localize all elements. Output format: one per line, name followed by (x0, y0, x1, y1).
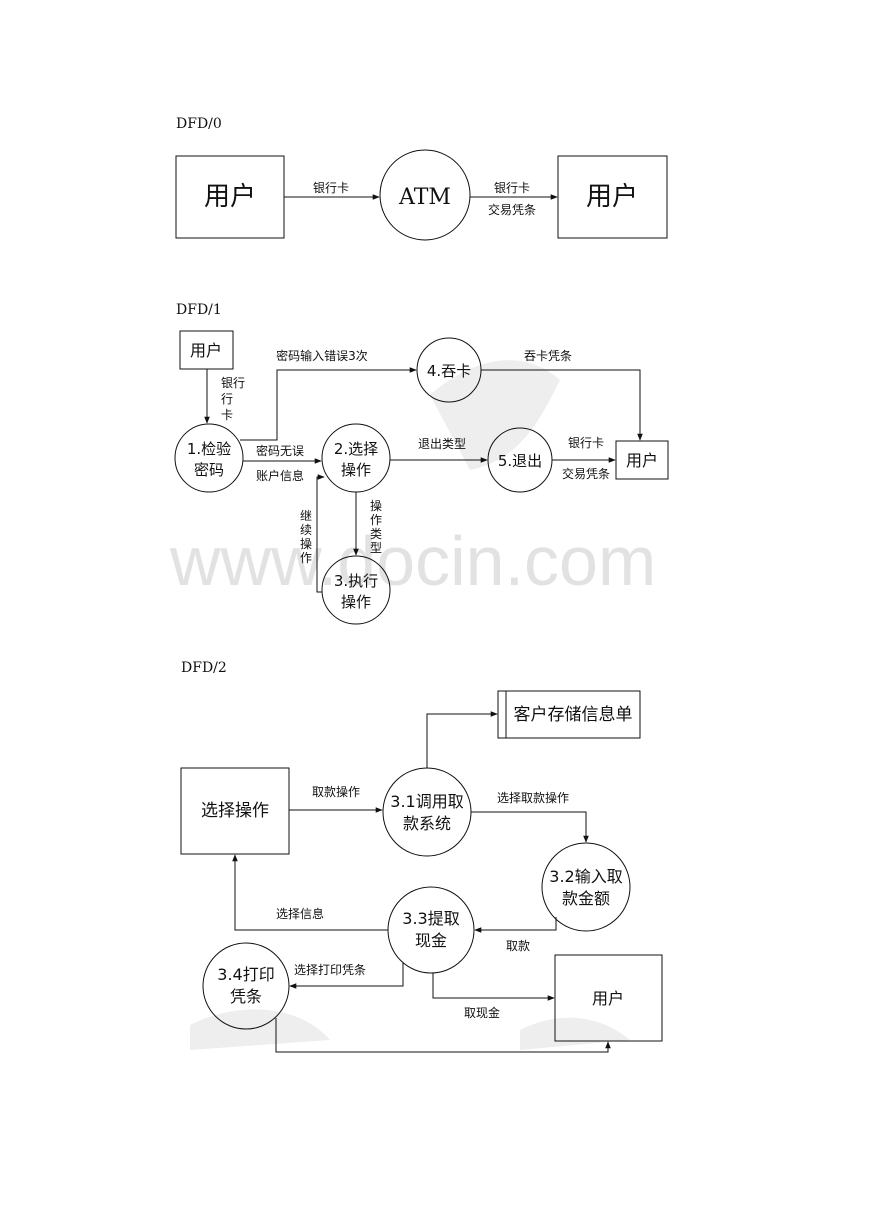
dfd2-flow-cash-label: 取现金 (464, 1005, 500, 1020)
dfd2-p33-label-1: 3.3提取 (402, 909, 459, 928)
dfd0-sink-entity (557, 155, 668, 239)
dfd2-section (180, 690, 663, 1053)
dfd2-user-label: 用户 (592, 989, 624, 1008)
dfd1-p2-process (321, 423, 391, 493)
dfd2-flow-select-info-arrow (232, 854, 388, 931)
dfd2-p34-process (202, 942, 290, 1030)
dfd2-select-op-entity (180, 767, 290, 855)
dfd1-user-top-label: 用户 (190, 341, 222, 360)
dfd0-title: DFD/0 (176, 116, 222, 132)
dfd1-user-right-label: 用户 (626, 451, 658, 470)
dfd0-source-label: 用户 (204, 182, 256, 212)
dfd2-user-entity (554, 954, 663, 1042)
dfd1-flow-exit-type-label: 退出类型 (418, 437, 466, 451)
dfd1-flow-op-type-label-4: 型 (370, 541, 382, 555)
watermark: www.docin.com (169, 360, 656, 1050)
dfd1-p3-process (321, 555, 391, 625)
dfd1-flow-exit-receipt-label: 交易凭条 (562, 466, 610, 481)
dfd2-flow-withdraw-label: 取款 (506, 939, 530, 953)
dfd1-p2-label-2: 操作 (341, 461, 371, 479)
dfd1-p1-label-2: 密码 (194, 461, 224, 479)
dfd0-atm-process (379, 149, 471, 241)
dfd0-atm-label: ATM (398, 185, 451, 210)
dfd1-section (174, 330, 669, 625)
dfd2-flow-select-print-label: 选择打印凭条 (294, 962, 366, 977)
dfd2-p32-process (541, 842, 631, 932)
dfd2-flow-cash-arrow (432, 973, 555, 1001)
dfd1-flow-continue-label-4: 作 (300, 551, 312, 565)
dfd1-flow-user-card-label-3: 卡 (221, 408, 233, 422)
dfd1-flow-user-card-label-2: 行 (221, 392, 233, 406)
dfd1-p3-label-2: 操作 (341, 593, 371, 611)
dfd2-flow-select-withdraw-label: 选择取款操作 (497, 790, 569, 805)
dfd2-flow-select-withdraw-arrow (471, 811, 589, 843)
dfd1-flow-wrong-pw-arrow (240, 367, 417, 441)
dfd2-flow-withdraw-op-label: 取款操作 (312, 784, 360, 799)
dfd1-flow-continue-label-3: 操 (300, 536, 312, 551)
dfd2-p34-label-1: 3.4打印 (217, 965, 274, 984)
dfd2-flow-to-store-arrow (426, 711, 498, 768)
dfd1-p5-label: 5.退出 (498, 452, 542, 470)
dfd1-p3-label-1: 3.执行 (334, 572, 378, 590)
dfd0-sink-label: 用户 (586, 182, 638, 212)
dfd1-flow-user-card-label-1: 银行 (221, 376, 245, 390)
dfd2-flow-select-print-arrow (289, 962, 404, 989)
dfd2-p34-label-2: 凭条 (230, 987, 262, 1006)
dfd1-flow-op-type-label-3: 类 (370, 527, 382, 541)
dfd1-flow-continue-arrow (316, 474, 325, 593)
dfd2-flow-withdraw-arrow (474, 917, 557, 933)
dfd2-p33-process (387, 886, 475, 974)
dfd0-flow-out-label-2: 交易凭条 (488, 202, 536, 217)
dfd0-section (175, 149, 668, 241)
dfd1-flow-continue-label-2: 续 (300, 523, 312, 537)
dfd2-p31-process (382, 767, 472, 857)
dfd1-flow-wrong-pw-label: 密码输入错误3次 (276, 348, 368, 363)
dfd0-flow-in-label: 银行卡 (313, 181, 349, 195)
dfd2-flow-select-info-label: 选择信息 (276, 906, 324, 921)
dfd1-flow-swallow-receipt-label: 吞卡凭条 (524, 348, 572, 363)
dfd1-flow-continue-label-1: 继 (300, 509, 312, 523)
dfd1-flow-pw-ok-label-1: 密码无误 (256, 443, 304, 458)
dfd2-p31-label-1: 3.1调用取 (390, 792, 463, 811)
dfd1-p1-label-1: 1.检验 (187, 440, 231, 458)
dfd1-p2-label-1: 2.选择 (334, 440, 378, 458)
dfd2-p32-label-1: 3.2输入取 (549, 867, 622, 886)
dfd2-flow-receipt-to-user-arrow (275, 1018, 611, 1053)
dfd1-title: DFD/1 (176, 302, 222, 318)
dfd0-flow-out-label-1: 银行卡 (494, 181, 530, 195)
dfd2-title: DFD/2 (181, 660, 227, 676)
dfd1-user-right-entity (615, 440, 669, 480)
dfd1-flow-op-type-label-1: 操 (370, 498, 382, 513)
dfd2-store-datastore (497, 690, 641, 739)
dfd1-flow-op-type-label-2: 作 (370, 513, 382, 527)
dfd2-store-label: 客户存储信息单 (514, 705, 633, 725)
dfd1-flow-swallow-receipt-arrow (481, 369, 643, 441)
dfd2-p31-label-2: 款系统 (403, 814, 451, 833)
dfd2-p33-label-2: 现金 (415, 931, 447, 950)
dfd1-flow-pw-ok-label-2: 账户信息 (256, 468, 304, 483)
dfd1-flow-exit-card-label: 银行卡 (568, 436, 604, 450)
dfd1-p4-label: 4.吞卡 (427, 362, 471, 380)
dfd2-p32-label-2: 款金额 (562, 889, 610, 908)
dfd1-p1-process (174, 423, 244, 493)
dfd2-select-op-label: 选择操作 (201, 801, 269, 821)
watermark-text: www.docin.com (169, 522, 656, 600)
